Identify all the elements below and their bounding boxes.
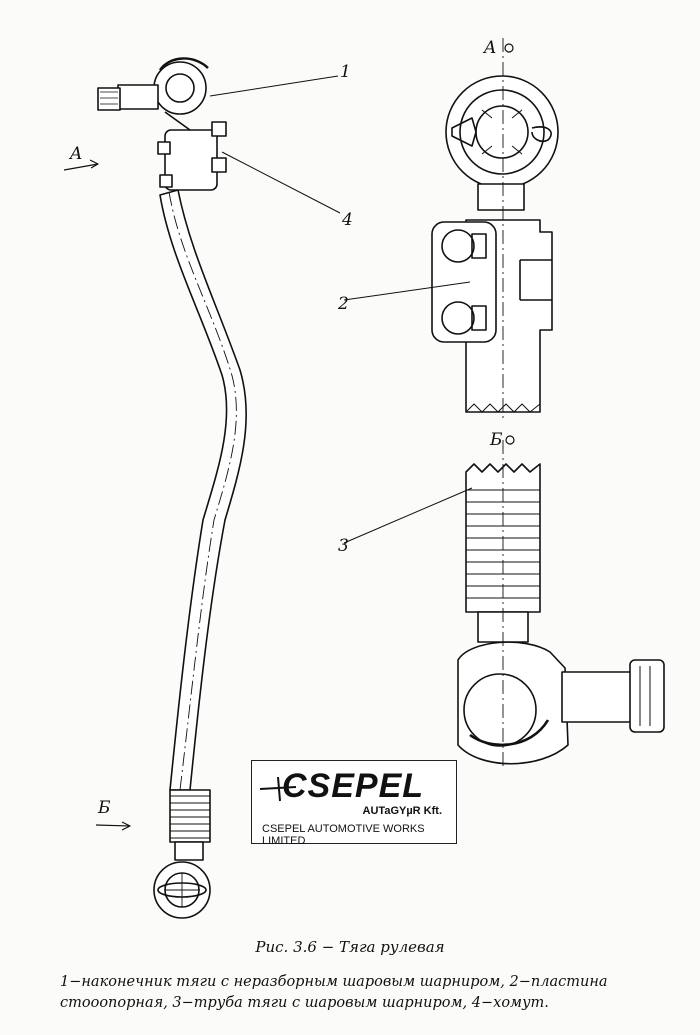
callout-4: 4 [342, 210, 353, 230]
logo-star-icon [259, 776, 297, 802]
logo-subtitle-company: AUTaGYµR Kft. [362, 805, 442, 817]
view-b-title: Б [490, 430, 503, 450]
view-b-arrow-label: Б [98, 798, 111, 818]
view-arrows [63, 159, 131, 831]
view-a-title: A [484, 38, 497, 58]
figure-caption: Рис. 3.6 − Тяга рулевая [255, 938, 445, 956]
rod-tube [159, 189, 247, 791]
view-a-detail [431, 38, 559, 420]
figure-legend: 1−наконечник тяги с неразборным шаровым … [60, 974, 608, 1012]
callout-1: 1 [340, 62, 351, 82]
leader-lines [209, 75, 473, 544]
logo-subtitle-works: CSEPEL AUTOMOTIVE WORKS LIMITED [262, 823, 425, 847]
callout-3: 3 [338, 536, 349, 556]
view-b-detail [457, 440, 665, 768]
top-tip-ball-joint [97, 57, 227, 191]
bottom-corrugated-end [153, 789, 211, 919]
logo-brand: CSEPEL [282, 767, 425, 805]
callout-2: 2 [338, 294, 349, 314]
csepel-logo: CSEPEL AUTaGYµR Kft. CSEPEL AUTOMOTIVE W… [251, 760, 457, 847]
view-a-arrow-label: A [70, 144, 83, 164]
